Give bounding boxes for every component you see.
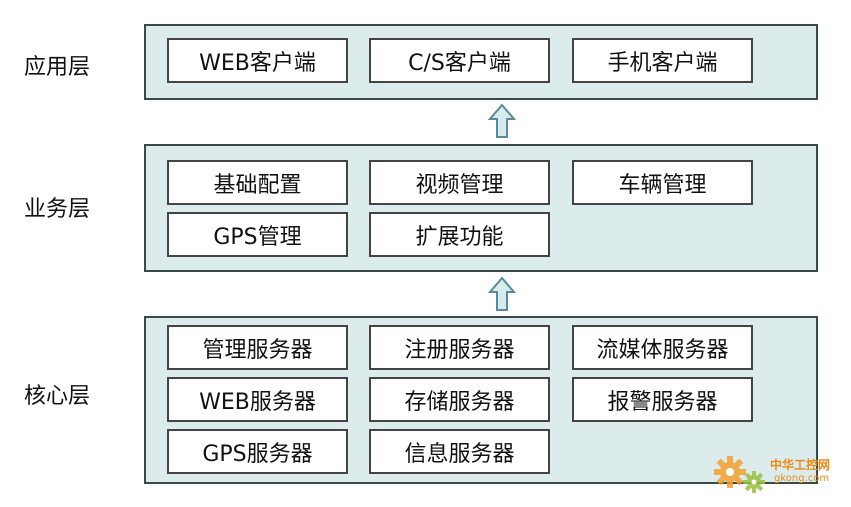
arrow-up-icon: [488, 276, 516, 311]
box-extended-functions: 扩展功能: [369, 212, 550, 257]
layer-label-application: 应用层: [24, 55, 91, 80]
box-management-server: 管理服务器: [167, 325, 348, 370]
layer-label-core: 核心层: [24, 384, 91, 409]
box-mobile-client: 手机客户端: [572, 38, 753, 83]
box-cs-client: C/S客户端: [369, 38, 550, 83]
box-gps-server: GPS服务器: [167, 429, 348, 474]
watermark-text-cn: 中华工控网: [770, 458, 831, 472]
gear-logo-icon: [714, 456, 765, 493]
box-video-management: 视频管理: [369, 160, 550, 205]
box-vehicle-management: 车辆管理: [572, 160, 753, 205]
box-registration-server: 注册服务器: [369, 325, 550, 370]
arrow-up-icon: [488, 103, 516, 138]
box-web-server: WEB服务器: [167, 377, 348, 422]
box-web-client: WEB客户端: [167, 38, 348, 83]
box-gps-management: GPS管理: [167, 212, 348, 257]
box-streaming-media-server: 流媒体服务器: [572, 325, 753, 370]
box-storage-server: 存储服务器: [369, 377, 550, 422]
box-basic-config: 基础配置: [167, 160, 348, 205]
box-information-server: 信息服务器: [369, 429, 550, 474]
layer-label-business: 业务层: [24, 197, 91, 222]
watermark-text-en: gkong.com: [774, 473, 830, 484]
box-alarm-server: 报警服务器: [572, 377, 753, 422]
